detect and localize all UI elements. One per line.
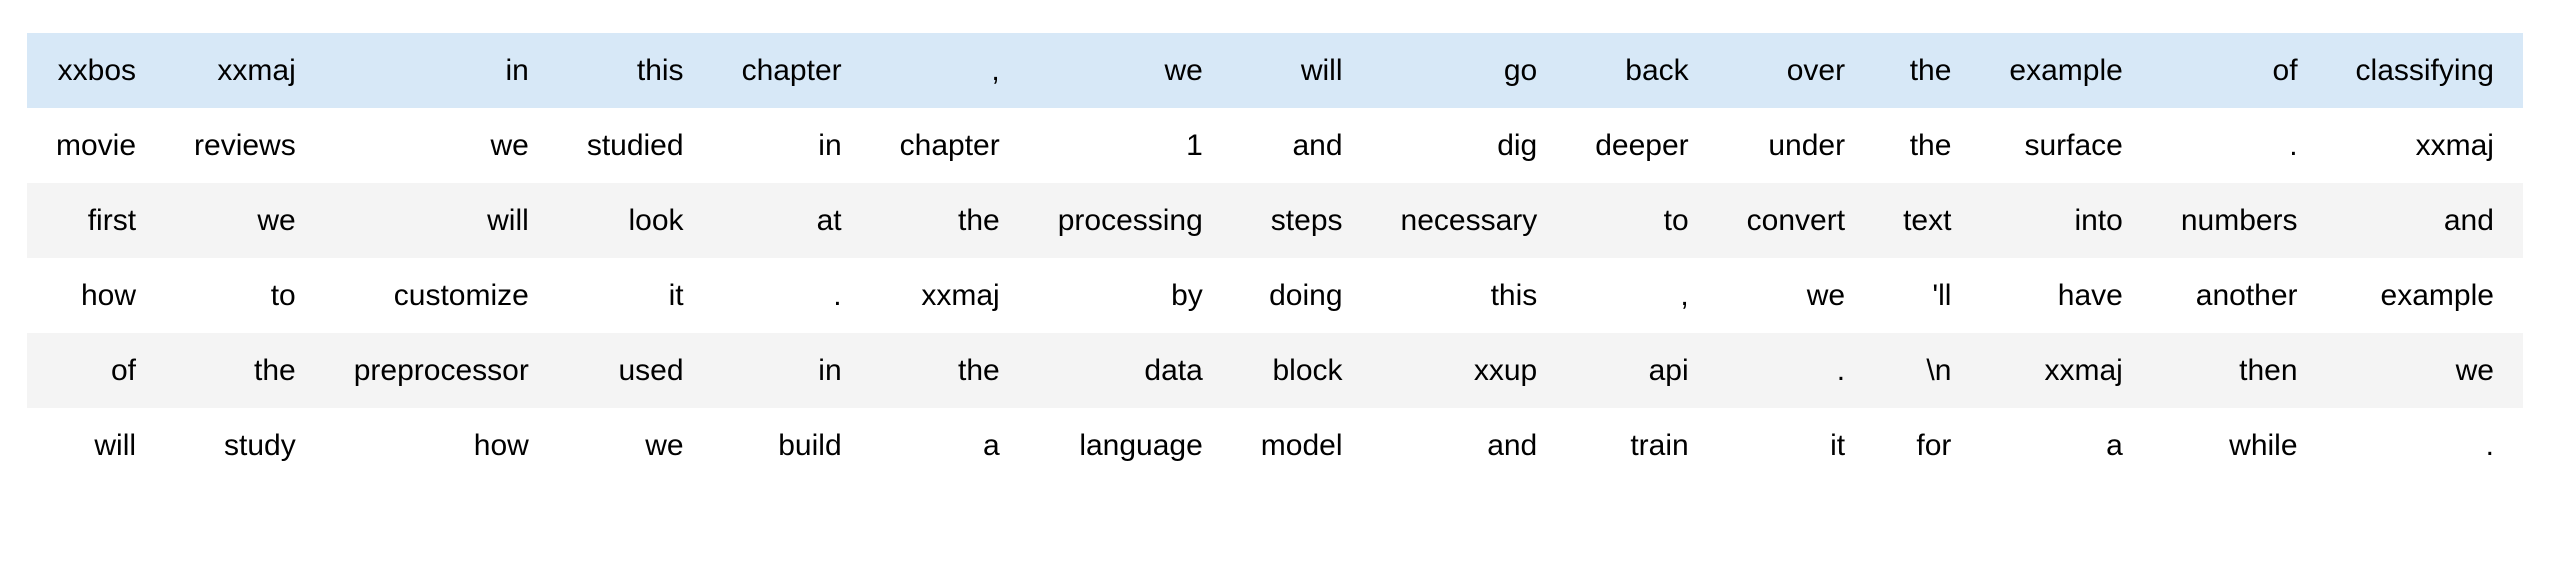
token-cell: block — [1231, 333, 1372, 408]
token-cell: the — [1874, 108, 1981, 183]
token-cell: . — [1717, 333, 1875, 408]
token-cell: it — [557, 258, 713, 333]
token-cell: will — [324, 183, 558, 258]
token-cell: convert — [1717, 183, 1875, 258]
token-cell: and — [2326, 183, 2523, 258]
token-cell: and — [1371, 408, 1567, 483]
token-cell: 1 — [1028, 108, 1232, 183]
token-cell: model — [1231, 408, 1372, 483]
token-cell: the — [1874, 33, 1981, 108]
token-cell: this — [557, 33, 713, 108]
token-cell: example — [1980, 33, 2152, 108]
token-cell: example — [2326, 258, 2523, 333]
token-cell: deeper — [1566, 108, 1718, 183]
token-cell: dig — [1371, 108, 1567, 183]
token-cell: the — [165, 333, 325, 408]
token-cell: to — [1566, 183, 1718, 258]
token-cell: train — [1566, 408, 1718, 483]
token-cell: . — [712, 258, 871, 333]
token-cell: xxbos — [27, 33, 166, 108]
token-cell: how — [27, 258, 166, 333]
token-cell: we — [1717, 258, 1875, 333]
token-cell: customize — [324, 258, 558, 333]
token-cell: studied — [557, 108, 713, 183]
token-cell: xxmaj — [870, 258, 1029, 333]
token-cell: . — [2326, 408, 2523, 483]
token-cell: chapter — [712, 33, 871, 108]
token-cell: xxmaj — [165, 33, 325, 108]
token-cell: have — [1980, 258, 2152, 333]
token-cell: by — [1028, 258, 1232, 333]
token-cell: the — [870, 333, 1029, 408]
token-cell: a — [870, 408, 1029, 483]
token-cell: xxmaj — [2326, 108, 2523, 183]
token-cell: classifying — [2326, 33, 2523, 108]
token-cell: , — [1566, 258, 1718, 333]
token-cell: chapter — [870, 108, 1029, 183]
token-cell: first — [27, 183, 166, 258]
token-cell: text — [1874, 183, 1981, 258]
token-cell: . — [2151, 108, 2327, 183]
token-cell: surface — [1980, 108, 2152, 183]
token-cell: build — [712, 408, 871, 483]
token-cell: data — [1028, 333, 1232, 408]
token-cell: will — [1231, 33, 1372, 108]
token-cell: another — [2151, 258, 2327, 333]
token-cell: api — [1566, 333, 1718, 408]
token-cell: how — [324, 408, 558, 483]
token-cell: over — [1717, 33, 1875, 108]
token-cell: of — [2151, 33, 2327, 108]
token-cell: numbers — [2151, 183, 2327, 258]
token-cell: necessary — [1371, 183, 1567, 258]
token-cell: while — [2151, 408, 2327, 483]
token-cell: we — [1028, 33, 1232, 108]
token-cell: go — [1371, 33, 1567, 108]
token-cell: into — [1980, 183, 2152, 258]
token-cell: language — [1028, 408, 1232, 483]
token-cell: we — [557, 408, 713, 483]
token-cell: will — [27, 408, 166, 483]
token-cell: xxmaj — [1980, 333, 2152, 408]
token-cell: we — [165, 183, 325, 258]
token-cell: and — [1231, 108, 1372, 183]
token-cell: in — [712, 333, 871, 408]
token-cell: under — [1717, 108, 1875, 183]
token-cell: in — [324, 33, 558, 108]
token-cell: to — [165, 258, 325, 333]
token-cell: it — [1717, 408, 1875, 483]
token-cell: processing — [1028, 183, 1232, 258]
token-cell: at — [712, 183, 871, 258]
token-cell: back — [1566, 33, 1718, 108]
token-cell: look — [557, 183, 713, 258]
token-cell: of — [27, 333, 166, 408]
token-cell: movie — [27, 108, 166, 183]
token-cell: a — [1980, 408, 2152, 483]
token-cell: this — [1371, 258, 1567, 333]
token-cell: used — [557, 333, 713, 408]
token-cell: doing — [1231, 258, 1372, 333]
token-cell: , — [870, 33, 1029, 108]
token-cell: 'll — [1874, 258, 1981, 333]
token-cell: for — [1874, 408, 1981, 483]
token-cell: preprocessor — [324, 333, 558, 408]
token-cell: we — [324, 108, 558, 183]
token-cell: study — [165, 408, 325, 483]
token-cell: reviews — [165, 108, 325, 183]
token-cell: in — [712, 108, 871, 183]
token-cell: we — [2326, 333, 2523, 408]
token-cell: \n — [1874, 333, 1981, 408]
token-cell: xxup — [1371, 333, 1567, 408]
token-cell: the — [870, 183, 1029, 258]
token-cell: steps — [1231, 183, 1372, 258]
token-cell: then — [2151, 333, 2327, 408]
